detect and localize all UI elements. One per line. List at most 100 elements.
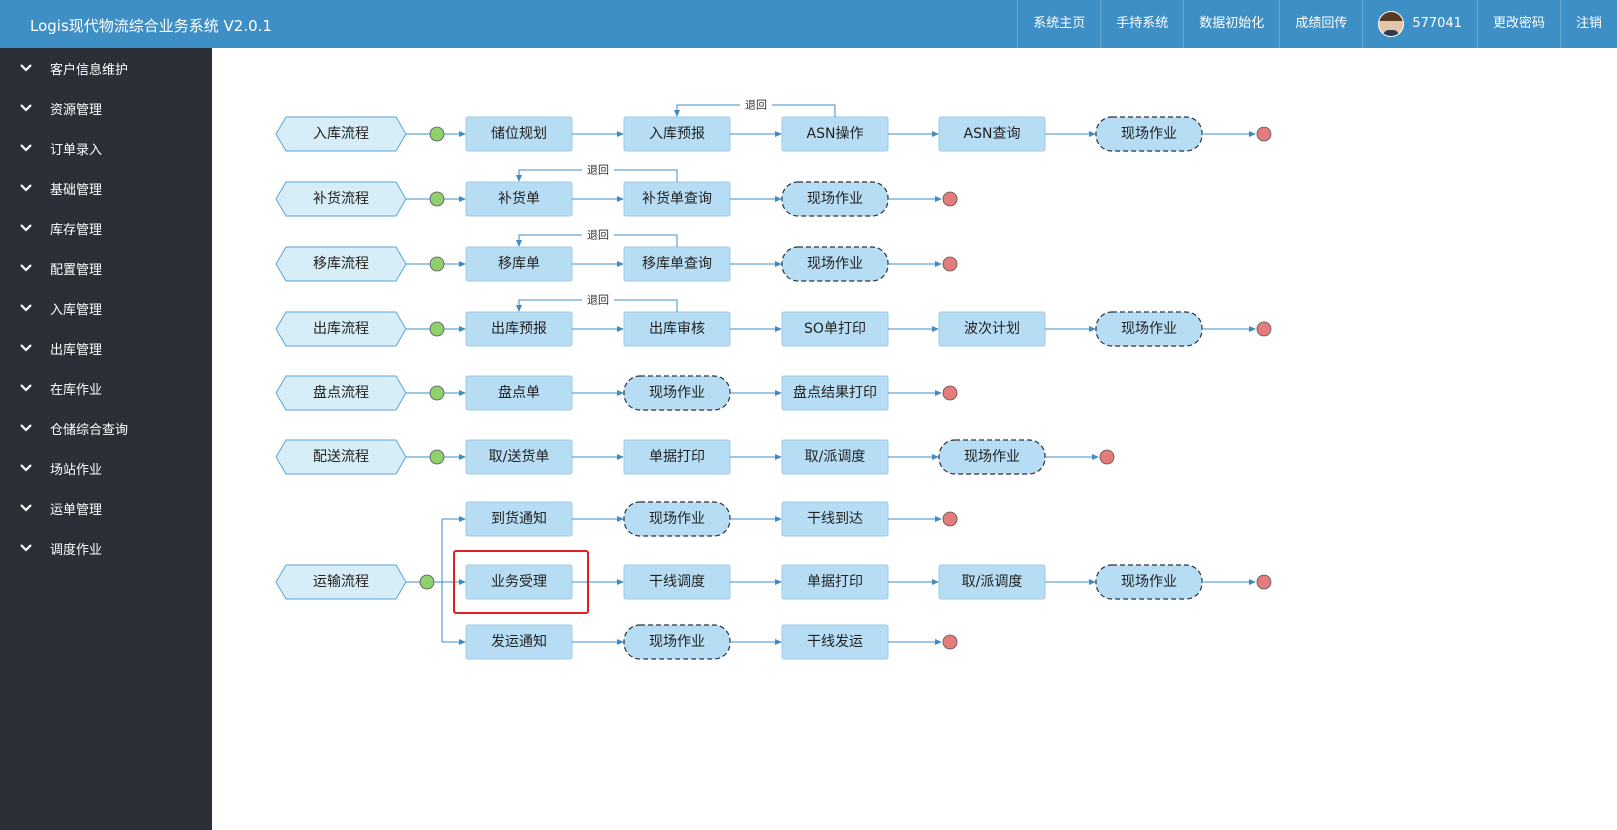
sidebar-item[interactable]: 基础管理 [0, 168, 212, 208]
arrowhead [1249, 131, 1256, 137]
sidebar-item[interactable]: 运单管理 [0, 488, 212, 528]
sidebar-item[interactable]: 仓储综合查询 [0, 408, 212, 448]
start-dot [429, 449, 445, 465]
chevron-down-icon [20, 224, 32, 232]
step-label: 移库单 [498, 256, 540, 272]
user-menu[interactable]: 577041 [1362, 0, 1477, 48]
end-dot [942, 511, 958, 527]
arrowhead [935, 639, 942, 645]
change-password-link[interactable]: 更改密码 [1476, 0, 1560, 48]
step-label: 单据打印 [649, 448, 705, 465]
chevron-down-icon [20, 64, 32, 72]
arrowhead [932, 131, 939, 137]
sidebar-item-label: 资源管理 [50, 102, 103, 118]
sidebar-item-label: 订单录入 [50, 142, 103, 158]
return-label: 退回 [587, 294, 609, 307]
arrowhead [459, 131, 466, 137]
step-label: 盘点结果打印 [793, 384, 877, 401]
end-dot [942, 385, 958, 401]
sidebar: 客户信息维护资源管理订单录入基础管理库存管理配置管理入库管理出库管理在库作业仓储… [0, 48, 212, 830]
return-label: 退回 [745, 99, 767, 112]
end-dot [942, 256, 958, 272]
step-label: 到货通知 [491, 510, 547, 527]
flow-title-label: 入库流程 [313, 126, 369, 142]
step-label: 现场作业 [807, 191, 863, 207]
sidebar-item-label: 在库作业 [50, 382, 103, 398]
nav-home[interactable]: 系统主页 [1017, 0, 1100, 48]
sidebar-item[interactable]: 场站作业 [0, 448, 212, 488]
sidebar-item-label: 出库管理 [50, 342, 103, 358]
chevron-down-icon [20, 504, 32, 512]
sidebar-item-label: 客户信息维护 [50, 62, 129, 78]
step-label: 现场作业 [649, 385, 705, 401]
logout-link[interactable]: 注销 [1559, 0, 1617, 48]
flow-title-label: 移库流程 [313, 256, 369, 272]
sidebar-item[interactable]: 在库作业 [0, 368, 212, 408]
step-label: 现场作业 [649, 511, 705, 527]
return-label-bg [582, 227, 614, 243]
arrowhead [617, 639, 624, 645]
sidebar-item[interactable]: 入库管理 [0, 288, 212, 328]
sidebar-item[interactable]: 订单录入 [0, 128, 212, 168]
return-label-bg [582, 292, 614, 308]
step-label: 现场作业 [649, 634, 705, 650]
sidebar-item[interactable]: 调度作业 [0, 528, 212, 568]
step-label: 业务受理 [491, 574, 547, 590]
sidebar-item[interactable]: 库存管理 [0, 208, 212, 248]
chevron-down-icon [20, 304, 32, 312]
nav-handheld[interactable]: 手持系统 [1100, 0, 1183, 48]
chevron-down-icon [20, 544, 32, 552]
end-dot [942, 634, 958, 650]
end-dot [1256, 574, 1272, 590]
step-label: 干线调度 [649, 574, 705, 590]
arrowhead [775, 454, 782, 460]
sidebar-item[interactable]: 客户信息维护 [0, 48, 212, 88]
step-label: SO单打印 [804, 320, 866, 337]
arrowhead [459, 579, 466, 585]
sidebar-item[interactable]: 资源管理 [0, 88, 212, 128]
step-label: 现场作业 [807, 256, 863, 272]
arrowhead [935, 390, 942, 396]
arrowhead [516, 305, 522, 312]
end-dot [1099, 449, 1115, 465]
step-label: 干线到达 [807, 511, 863, 527]
arrowhead [775, 516, 782, 522]
arrowhead [674, 110, 680, 117]
nav-grade-upload[interactable]: 成绩回传 [1279, 0, 1362, 48]
sidebar-item[interactable]: 配置管理 [0, 248, 212, 288]
step-label: 干线发运 [807, 634, 863, 650]
arrowhead [1089, 131, 1096, 137]
arrowhead [935, 261, 942, 267]
step-label: 取/派调度 [962, 574, 1023, 590]
arrowhead [459, 261, 466, 267]
arrowhead [617, 516, 624, 522]
arrowhead [1249, 326, 1256, 332]
arrowhead [775, 326, 782, 332]
arrowhead [516, 175, 522, 182]
sidebar-item-label: 入库管理 [50, 302, 103, 318]
chevron-down-icon [20, 424, 32, 432]
arrowhead [617, 131, 624, 137]
step-label: 储位规划 [491, 126, 547, 142]
sidebar-item-label: 调度作业 [50, 542, 103, 558]
arrowhead [516, 240, 522, 247]
step-label: 出库审核 [649, 321, 705, 337]
start-dot [429, 256, 445, 272]
step-label: 盘点单 [498, 384, 540, 401]
flow-title-label: 出库流程 [313, 321, 369, 337]
arrowhead [775, 196, 782, 202]
sidebar-item[interactable]: 出库管理 [0, 328, 212, 368]
return-label-bg [740, 97, 772, 113]
arrowhead [459, 516, 466, 522]
arrowhead [935, 196, 942, 202]
arrowhead [1249, 579, 1256, 585]
step-label: 现场作业 [1121, 574, 1177, 590]
step-label: 现场作业 [964, 449, 1020, 465]
nav-data-init[interactable]: 数据初始化 [1183, 0, 1279, 48]
step-label: 现场作业 [1121, 321, 1177, 337]
chevron-down-icon [20, 104, 32, 112]
arrowhead [617, 196, 624, 202]
chevron-down-icon [20, 144, 32, 152]
